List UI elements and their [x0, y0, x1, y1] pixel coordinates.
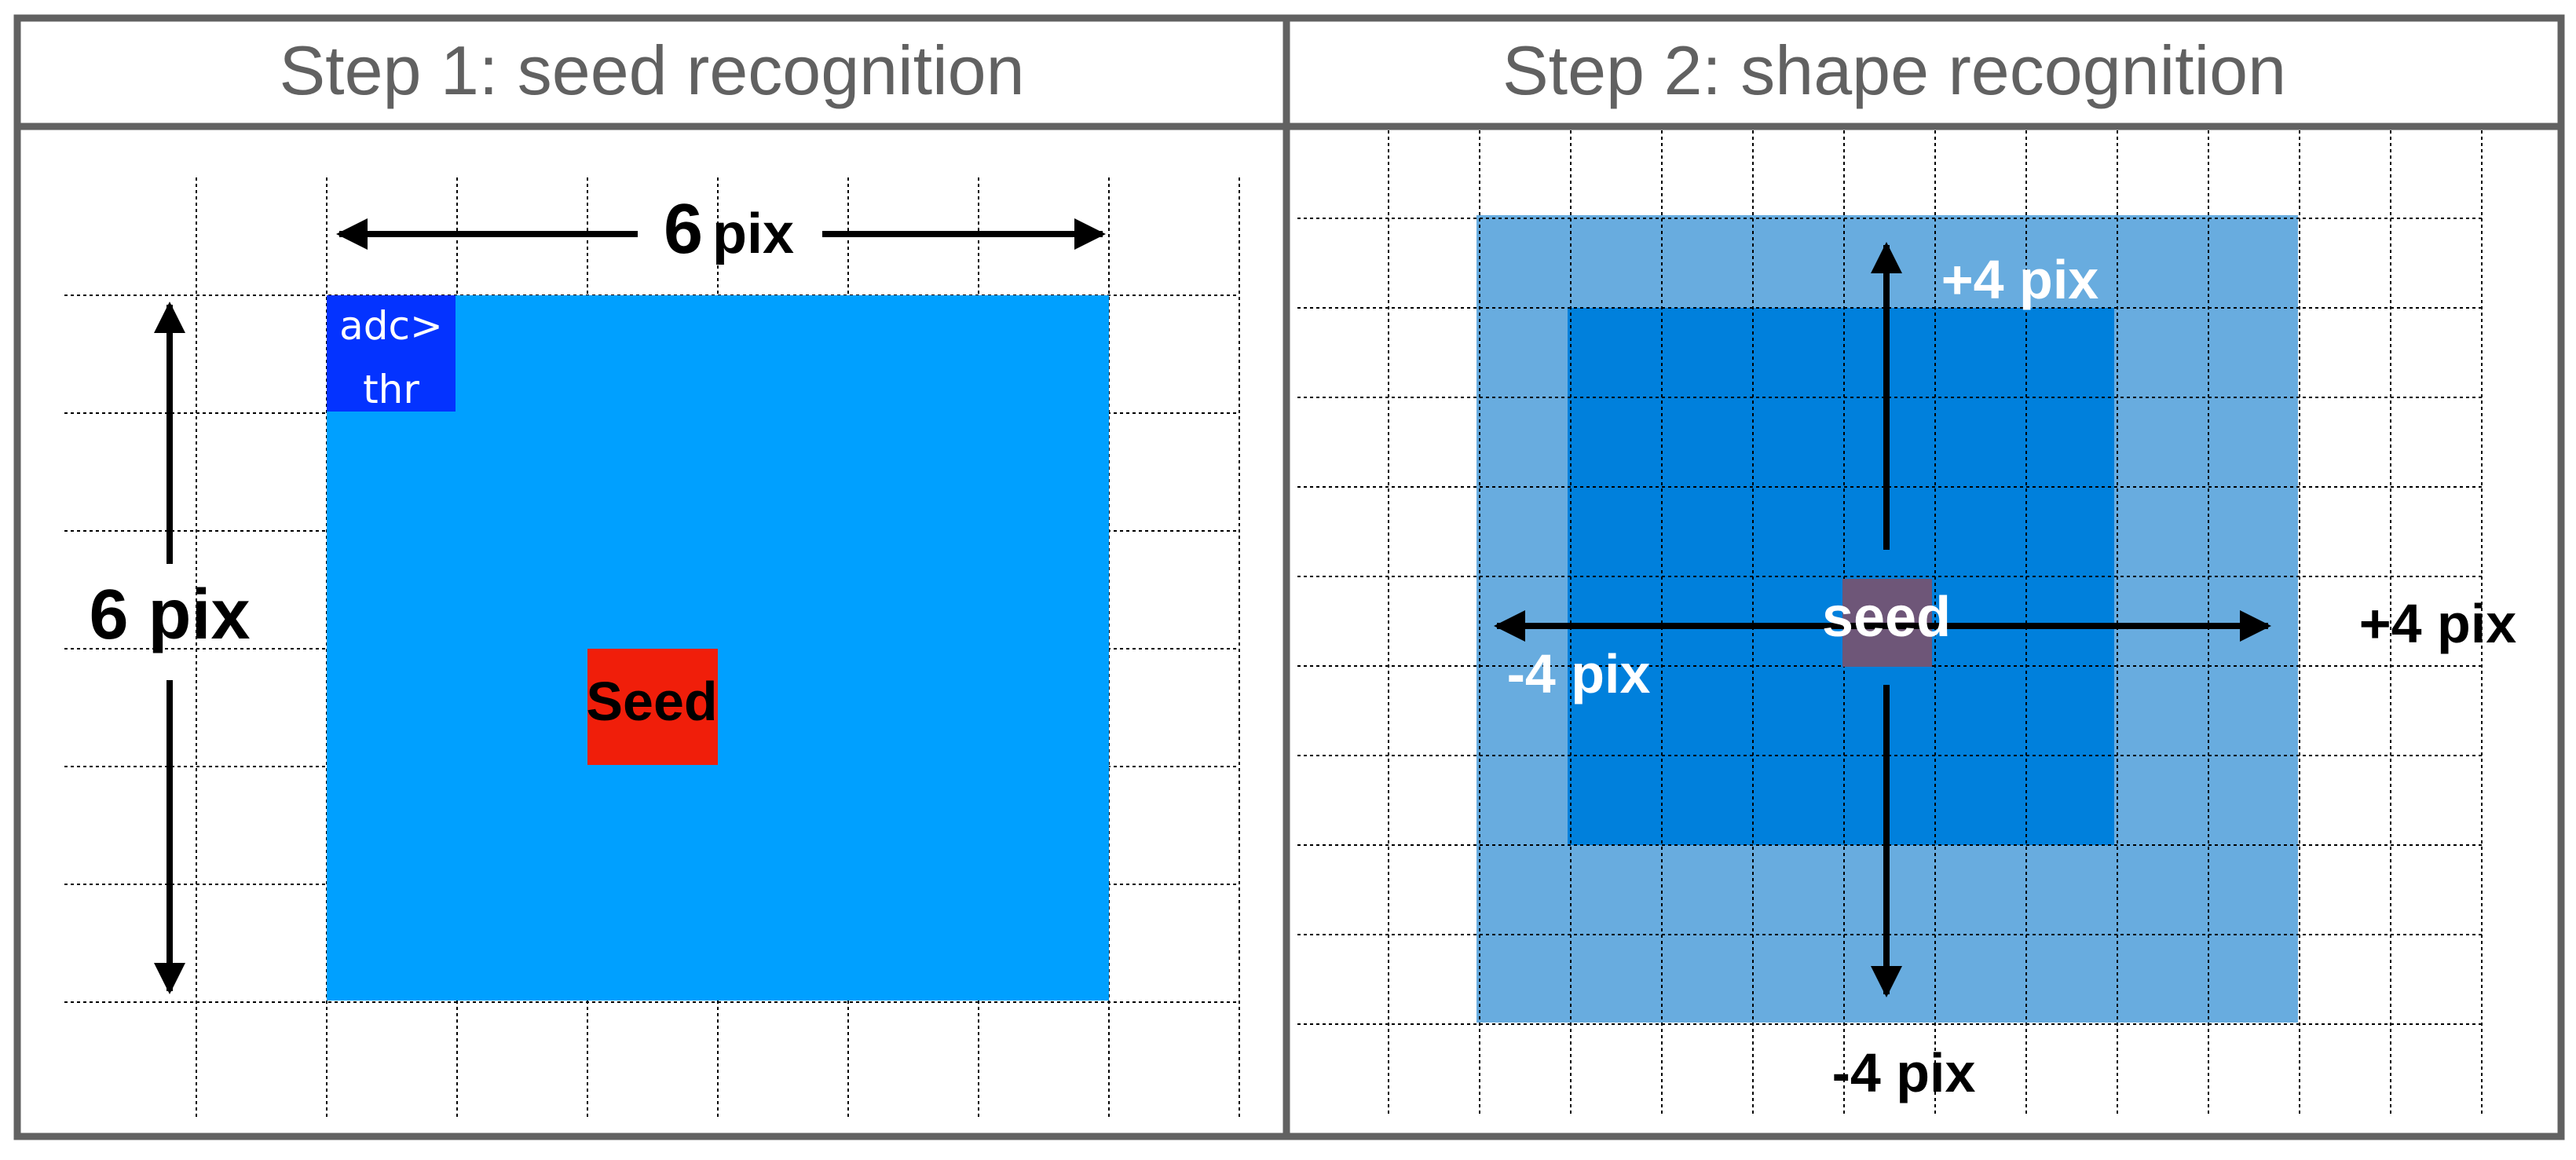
seed-cell — [587, 649, 718, 765]
seed-label: Seed — [586, 671, 717, 732]
step1-title: Step 1: seed recognition — [279, 31, 1024, 109]
right-label: +4 pix — [2359, 593, 2516, 654]
seed-label-step2: seed — [1822, 586, 1951, 649]
panel-step2: seed +4 pix +4 pix -4 pix -4 pix — [1297, 130, 2516, 1115]
height-label: 6 pix — [89, 576, 250, 654]
threshold-cell-label-line2: thr — [363, 367, 419, 412]
threshold-cell — [327, 295, 456, 412]
down-label: -4 pix — [1832, 1042, 1976, 1103]
up-label: +4 pix — [1941, 249, 2098, 310]
frame — [13, 14, 2565, 1140]
left-label: -4 pix — [1507, 643, 1651, 704]
step2-title: Step 2: shape recognition — [1502, 31, 2286, 109]
width-label-unit: pix — [712, 203, 794, 265]
width-label-number: 6 — [664, 190, 703, 269]
threshold-cell-label-line1: adc> — [339, 303, 443, 349]
cluster-region — [327, 295, 1109, 1001]
